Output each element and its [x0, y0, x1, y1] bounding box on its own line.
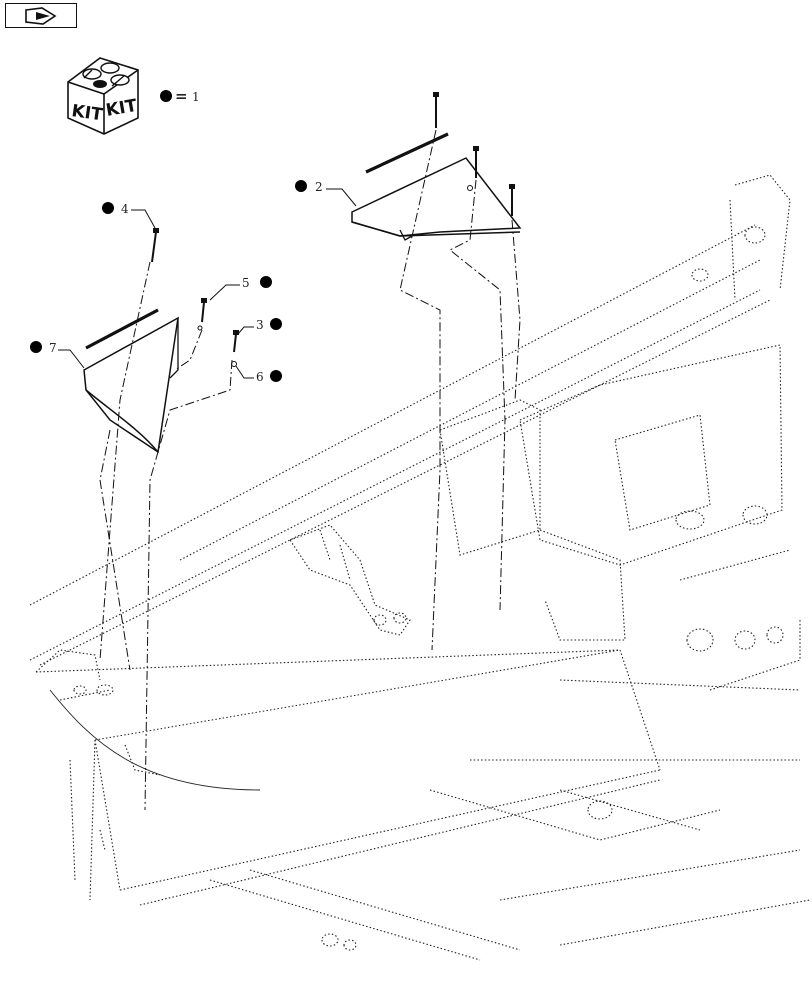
side-shield-part — [83, 228, 239, 454]
return-arrow-icon — [25, 7, 57, 25]
svg-text:5: 5 — [242, 276, 250, 290]
svg-text:2: 2 — [315, 180, 323, 194]
callout-4: 4 — [102, 202, 156, 229]
svg-text:7: 7 — [49, 341, 57, 355]
cable-line — [49, 689, 261, 791]
svg-text:4: 4 — [121, 202, 129, 216]
kit-box-icon: KIT KIT — [67, 57, 139, 135]
kit-ref-1: 1 — [192, 90, 200, 104]
callout-2: 2 — [295, 180, 357, 207]
back-button[interactable] — [5, 3, 77, 28]
frame-outline — [29, 174, 811, 961]
bullet-kit — [160, 90, 172, 102]
top-shield-part — [351, 92, 522, 241]
callout-3: 3 — [237, 318, 282, 335]
svg-text:6: 6 — [256, 370, 264, 384]
callout-7: 7 — [30, 341, 85, 369]
callout-6: 6 — [235, 365, 282, 384]
svg-text:3: 3 — [256, 318, 264, 332]
assembly-lines — [99, 129, 521, 811]
kit-label-left: KIT — [70, 101, 104, 125]
kit-equals: = — [175, 87, 188, 105]
callout-5: 5 — [209, 276, 272, 301]
